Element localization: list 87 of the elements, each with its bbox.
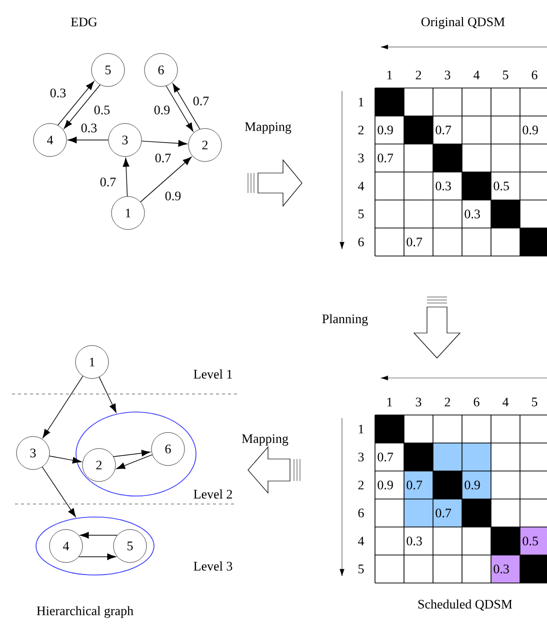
- arrow: [172, 83, 200, 130]
- matrix-value: 0.7: [436, 508, 452, 518]
- row-header: 5: [358, 210, 364, 218]
- row-header: 4: [358, 182, 364, 190]
- row-header: 6: [358, 508, 364, 518]
- matrix-value: 0.5: [522, 536, 538, 546]
- matrix-value: 0.3: [436, 182, 451, 190]
- row-header: 2: [358, 480, 364, 490]
- graph-node: 2: [188, 128, 222, 162]
- arrow: [58, 81, 94, 126]
- row-header: 1: [358, 98, 364, 106]
- edge-label: 0.7: [154, 152, 172, 164]
- edge-label: 0.3: [80, 122, 98, 134]
- arrow: [80, 532, 118, 539]
- arrow: [42, 466, 76, 518]
- arrow-label: Mapping: [242, 434, 288, 446]
- column-header: 3: [444, 70, 450, 80]
- arrow: [64, 84, 101, 129]
- matrix-value: 0.9: [378, 480, 393, 490]
- matrix-value: 0.7: [378, 452, 394, 462]
- graph-node: 4: [49, 529, 83, 563]
- column-header: 2: [416, 70, 422, 80]
- graph-node: 6: [144, 53, 178, 87]
- matrix-title: Original QDSM: [421, 17, 505, 29]
- arrow: [113, 450, 150, 457]
- arrow: [98, 376, 116, 413]
- column-header: 5: [532, 398, 538, 406]
- edge-label: 0.9: [164, 190, 182, 202]
- row-header: 5: [358, 564, 364, 574]
- graph-title: Hierarchical graph: [36, 606, 134, 618]
- column-header: 4: [502, 398, 509, 406]
- row-header: 3: [358, 452, 364, 462]
- graph-node: 2: [82, 448, 116, 482]
- edge-label: 0.5: [92, 104, 112, 116]
- matrix-value: 0.3: [464, 210, 480, 218]
- matrix-value: 0.7: [378, 154, 394, 162]
- matrix-value: 0.7: [406, 238, 422, 246]
- edge-label: 0.7: [192, 96, 210, 106]
- level-label: Level 1: [194, 369, 232, 379]
- matrix-value: 0.5: [494, 182, 509, 190]
- matrix-value: 0.7: [406, 480, 422, 490]
- graph-node: 1: [111, 196, 145, 230]
- graph-node: 3: [108, 123, 142, 157]
- row-header: 1: [358, 424, 364, 434]
- arrow: [166, 86, 194, 132]
- column-header: 1: [387, 70, 392, 80]
- arrow-label: Planning: [322, 314, 368, 326]
- matrix-value: 0.9: [522, 126, 538, 134]
- column-header: 5: [503, 70, 508, 80]
- row-header: 6: [358, 238, 364, 246]
- arrow: [140, 156, 192, 202]
- arrow: [42, 376, 84, 438]
- matrix-title: Scheduled QDSM: [418, 599, 512, 611]
- column-header: 4: [474, 70, 480, 80]
- arrow: [122, 158, 130, 197]
- row-header: 4: [358, 536, 364, 546]
- graph-node: 5: [91, 53, 125, 87]
- matrix-value: 0.9: [464, 480, 480, 490]
- graph-node: 1: [75, 345, 109, 379]
- matrix-value: 0.9: [378, 126, 393, 134]
- arrow: [78, 553, 116, 560]
- arrow: [141, 140, 188, 147]
- edge-label: 0.3: [48, 88, 68, 98]
- column-header: 6: [532, 70, 538, 80]
- edge-label: 0.9: [152, 104, 172, 116]
- arrow: [68, 136, 109, 144]
- graph-node: 3: [16, 436, 50, 470]
- column-header: 3: [416, 398, 422, 406]
- arrow-label: Mapping: [244, 122, 292, 134]
- graph-node: 6: [151, 432, 185, 466]
- level-label: Level 2: [194, 489, 232, 499]
- edge-label: 0.7: [98, 176, 118, 188]
- graph-node: 4: [33, 123, 67, 157]
- graph-title: EDG: [71, 18, 97, 26]
- arrow: [49, 456, 82, 464]
- row-header: 3: [358, 154, 364, 162]
- matrix-value: 0.3: [406, 536, 422, 546]
- row-header: 2: [358, 126, 364, 134]
- graph-node: 5: [113, 529, 147, 563]
- column-header: 2: [444, 398, 450, 406]
- column-header: 6: [474, 398, 480, 406]
- column-header: 1: [387, 398, 392, 406]
- group-ellipse: [36, 516, 154, 576]
- level-label: Level 3: [194, 561, 232, 571]
- matrix-value: 0.7: [436, 126, 452, 134]
- arrow: [116, 454, 153, 470]
- matrix-value: 0.3: [494, 564, 509, 574]
